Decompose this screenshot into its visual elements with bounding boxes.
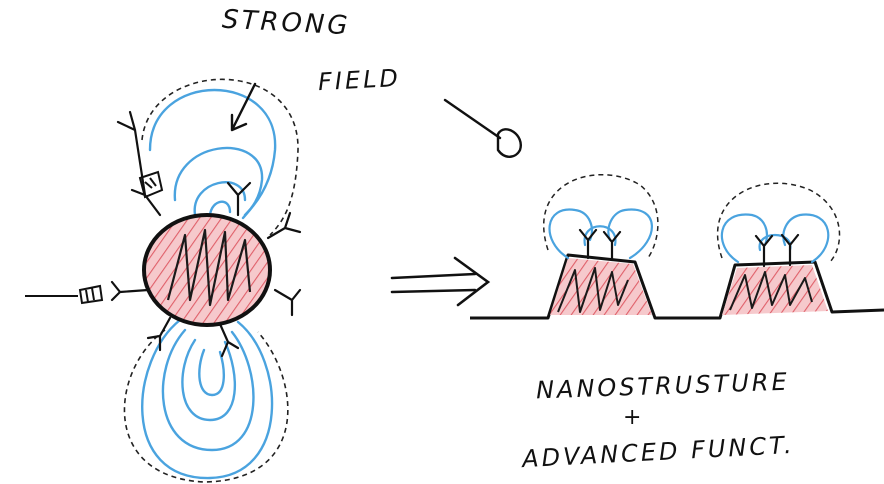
field-envelope-lower	[124, 330, 287, 482]
label-field: FIELD	[317, 64, 401, 96]
transform-arrow	[392, 258, 488, 305]
field-lines-upper	[150, 90, 275, 220]
attached-molecules	[25, 172, 162, 303]
field-lines-lower	[142, 320, 272, 478]
nanostructure-antibodies	[580, 230, 798, 266]
label-plus: +	[623, 405, 644, 430]
